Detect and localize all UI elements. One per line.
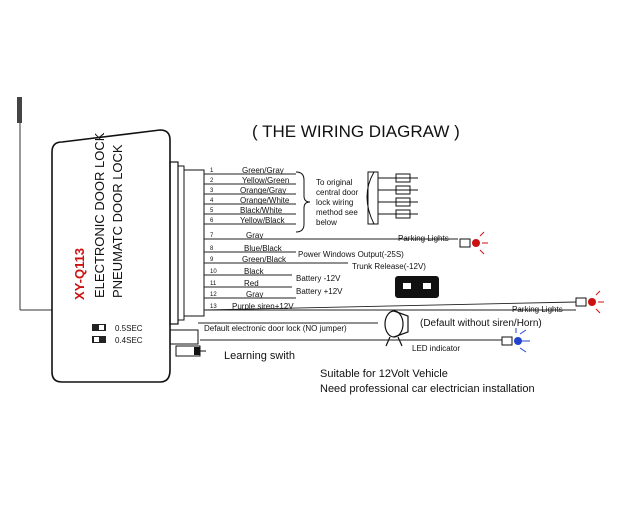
wire-label-12: Gray xyxy=(246,290,263,299)
central-lock-relay-icon xyxy=(366,171,418,225)
trunk-release-label: Trunk Release(-12V) xyxy=(352,262,426,271)
bulb-icon-2 xyxy=(575,290,604,314)
wire-number-12: 12 xyxy=(210,292,217,298)
battery-pos-label: Battery +12V xyxy=(296,287,343,296)
wire-number-11: 11 xyxy=(210,281,217,287)
wire-number-9: 9 xyxy=(210,257,214,263)
dip-switch-2-knob xyxy=(94,337,99,342)
central-note-2: central door xyxy=(316,188,359,197)
wire-label-3: Orange/Gray xyxy=(240,186,286,195)
switch2-label: 0.4SEC xyxy=(115,336,143,345)
module-body xyxy=(51,129,171,383)
connector-block-inner xyxy=(177,165,185,321)
wire-label-13: Purple siren+12V xyxy=(232,302,294,311)
wire-number-3: 3 xyxy=(210,188,214,194)
wire-group: 1 Green/Gray 2 Yellow/Green 3 Orange/Gray 4 Ora… xyxy=(198,166,577,341)
dip-switch-1-knob xyxy=(99,325,104,330)
siren-icon xyxy=(384,310,409,347)
wire-number-5: 5 xyxy=(210,208,214,214)
bulb-icon-1 xyxy=(459,231,488,255)
wire-number-13: 13 xyxy=(210,304,217,310)
wire-label-8: Blue/Black xyxy=(244,244,283,253)
battery-icon xyxy=(395,276,439,298)
module-model: XY-Q113 xyxy=(72,248,87,300)
module-line2: PNEUMATC DOOR LOCK xyxy=(110,144,125,298)
wire-label-11: Red xyxy=(244,279,259,288)
wire-number-2: 2 xyxy=(210,178,214,184)
learning-switch-icon xyxy=(194,347,200,355)
learning-label: Learning swith xyxy=(224,350,295,362)
central-note-4: method see xyxy=(316,208,358,217)
wire-brace xyxy=(295,171,311,233)
diagram-title: ( THE WIRING DIAGRAW ) xyxy=(252,122,460,141)
wire-number-4: 4 xyxy=(210,198,214,204)
switch1-label: 0.5SEC xyxy=(115,324,143,333)
siren-output-wire xyxy=(203,301,577,311)
professional-label: Need professional car electrician instal… xyxy=(320,383,535,395)
wire-label-4: Orange/White xyxy=(240,196,290,205)
connector-plug xyxy=(183,169,205,317)
central-note-1: To original xyxy=(316,178,353,187)
wire-number-1: 1 xyxy=(210,168,214,174)
battery-neg-label: Battery -12V xyxy=(296,274,341,283)
wire-number-10: 10 xyxy=(210,269,217,275)
parking-lights-label-2: Parking Lights xyxy=(512,305,563,314)
jumper-connector xyxy=(169,329,199,345)
antenna-tip xyxy=(17,97,22,123)
led-icon xyxy=(501,328,530,353)
led-label: LED indicator xyxy=(412,344,460,353)
wire-label-1: Green/Gray xyxy=(242,166,284,175)
wire-number-7: 7 xyxy=(210,233,214,239)
connector-block xyxy=(169,161,179,325)
wire-label-7: Gray xyxy=(246,231,263,240)
central-note-5: below xyxy=(316,218,337,227)
central-note-3: lock wiring xyxy=(316,198,353,207)
parking-lights-label-1: Parking Lights xyxy=(398,234,449,243)
default-lock-label: Default electronic door lock (NO jumper) xyxy=(204,324,347,333)
wire-label-5: Black/White xyxy=(240,206,283,215)
module-line1: ELECTRONIC DOOR LOCK xyxy=(92,132,107,298)
wire-number-6: 6 xyxy=(210,218,214,224)
wire-label-6: Yellow/Black xyxy=(240,216,286,225)
wire-label-2: Yellow/Green xyxy=(242,176,289,185)
power-windows-label: Power Windows Output(-25S) xyxy=(298,250,404,259)
siren-note: (Default without siren/Horn) xyxy=(420,318,542,329)
wire-number-8: 8 xyxy=(210,246,214,252)
wire-label-10: Black xyxy=(244,267,265,276)
suitable-label: Suitable for 12Volt Vehicle xyxy=(320,368,448,380)
wire-label-9: Green/Black xyxy=(242,255,287,264)
